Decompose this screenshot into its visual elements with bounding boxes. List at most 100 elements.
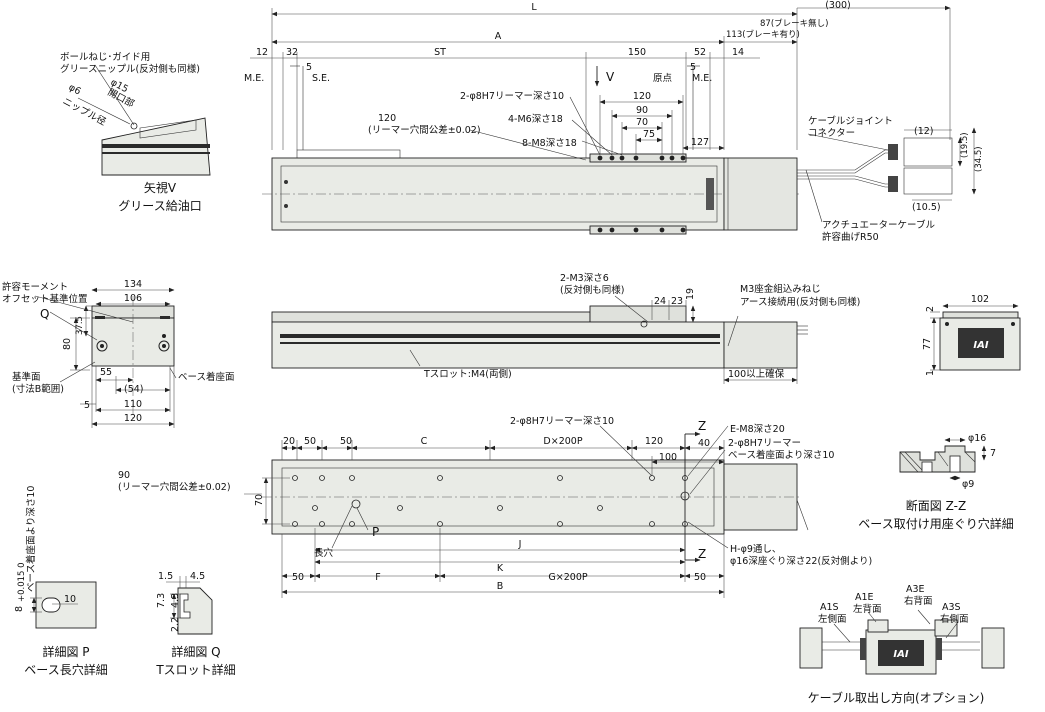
dim-14: 14 — [732, 47, 744, 58]
label-reamer-hole: 2-φ8H7リーマー深さ10 — [460, 91, 564, 102]
dim-80: 80 — [62, 338, 73, 350]
cable-direction-options: IAI A1S 左側面 A1E 左背面 A3E 右背面 A3S 右側面 ケーブル… — [799, 584, 1005, 705]
dim-50-bottom-b: 50 — [340, 436, 352, 447]
label-bend-radius: 許容曲げR50 — [822, 231, 879, 243]
detail-q-4-3: 4.3 — [170, 593, 181, 608]
dim-7: 7 — [990, 448, 996, 459]
label-through-hole-2: φ16深座ぐり深さ22(反対側より) — [730, 555, 872, 567]
dim-5: 5 — [84, 400, 90, 411]
label-five-right: 5 — [690, 62, 696, 73]
side-view: 2-M3深さ6 (反対側も同様) 24 23 19 M3座金組込みねじ アース接… — [271, 273, 860, 384]
cable-a3s-label: 右側面 — [940, 613, 969, 625]
detail-q-4-5: 4.5 — [190, 571, 205, 582]
dim-70-bottom: 70 — [254, 494, 265, 506]
label-q-marker: Q — [40, 307, 49, 321]
detail-p-length: 10 — [64, 594, 76, 605]
label-reamer-pitch: 120 — [378, 113, 396, 124]
dim-34-5: (34.5) — [974, 146, 984, 172]
top-view — [250, 5, 977, 235]
label-moment-1: 許容モーメント — [2, 281, 68, 293]
dim-70-slider: 70 — [636, 117, 648, 128]
dim-C: C — [421, 436, 428, 447]
dim-150: 150 — [628, 47, 646, 58]
label-reamer-tolerance: (リーマー穴間公差±0.02) — [368, 124, 481, 136]
label-ground-connection: アース接続用(反対側も同様) — [740, 296, 860, 308]
dim-L: L — [531, 2, 537, 13]
dim-134: 134 — [124, 279, 142, 290]
detail-p-depth: ベース着座面より深さ10 — [25, 486, 37, 592]
section-z-bottom: Z — [698, 547, 706, 561]
detail-p-marker: P — [372, 525, 379, 539]
label-m3-opposite: (反対側も同様) — [560, 284, 624, 296]
label-m3-holes: 2-M3深さ6 — [560, 273, 609, 284]
dim-120: 120 — [124, 413, 142, 424]
detail-q-subtitle: Tスロット詳細 — [155, 662, 235, 677]
dim-37-5: 37.5 — [75, 316, 85, 335]
dim-87: 87(ブレーキ無し) — [760, 18, 828, 29]
label-connector: コネクター — [808, 128, 855, 139]
view-v: ボールねじ･ガイド用 グリースニップル(反対側も同様) φ6 φ15 開口部 ニ… — [60, 52, 211, 213]
dim-F: F — [375, 572, 380, 583]
dim-113: 113(ブレーキ有り) — [726, 29, 800, 40]
dim-A: A — [495, 31, 502, 42]
detail-q-7-3: 7.3 — [156, 593, 167, 608]
dim-19-5: (19.5) — [960, 132, 970, 158]
label-cable-joint: ケーブルジョイント — [808, 115, 893, 127]
dim-1: 1 — [925, 370, 936, 376]
dim-90-tolerance: (リーマー穴間公差±0.02) — [118, 481, 231, 493]
dim-12: 12 — [256, 47, 268, 58]
label-phi6: φ6 — [67, 82, 83, 97]
label-ground-screw: M3座金組込みねじ — [740, 283, 821, 295]
label-reamer-bottom: 2-φ8H7リーマー深さ10 — [510, 416, 614, 427]
label-me-right: M.E. — [692, 73, 712, 84]
label-reamer-base-2: ベース着座面より深さ10 — [728, 449, 834, 461]
label-me-left: M.E. — [244, 73, 264, 84]
dim-10-5: (10.5) — [912, 202, 941, 213]
detail-q: 1.5 4.5 7.3 4.3 2.2 詳細図 Q Tスロット詳細 — [155, 571, 235, 677]
label-nipple-dia: ニップル径 — [61, 95, 109, 128]
cable-dir-logo: IAI — [893, 649, 908, 660]
dim-77: 77 — [922, 338, 933, 350]
section-zz: φ16 7 φ9 断面図 Z-Z ベース取付け用座ぐり穴詳細 — [858, 433, 1013, 531]
dim-90-slider: 90 — [636, 105, 648, 116]
dim-24: 24 — [654, 296, 666, 307]
view-v-title: 矢視V — [144, 180, 177, 195]
cable-a1e-label: 左背面 — [853, 603, 882, 615]
label-t-slot: Tスロット:M4(両側) — [423, 368, 512, 380]
label-reference-range: (寸法B範囲) — [12, 383, 64, 395]
label-grease-nipple-2: グリースニップル(反対側も同様) — [60, 63, 200, 75]
cable-a1e: A1E — [855, 592, 874, 603]
detail-p-title: 詳細図 P — [42, 644, 89, 659]
dim-120-slider: 120 — [633, 91, 651, 102]
dim-54: (54) — [124, 384, 144, 395]
dim-23: 23 — [671, 296, 683, 307]
section-zz-title: 断面図 Z-Z — [906, 498, 966, 513]
label-five-left: 5 — [306, 62, 312, 73]
dim-127: 127 — [691, 137, 709, 148]
cable-a3e-label: 右背面 — [904, 595, 933, 607]
detail-p-subtitle: ベース長穴詳細 — [24, 662, 107, 677]
bottom-view: 20 50 50 C D×200P 120 40 100 Z Z 2-φ8H7リ… — [118, 416, 872, 598]
detail-q-title: 詳細図 Q — [171, 644, 220, 659]
dim-32: 32 — [286, 47, 298, 58]
label-moment-2: オフセット基準位置 — [2, 293, 88, 305]
dim-50-bottom-d: 50 — [694, 572, 706, 583]
cable-dir-title: ケーブル取出し方向(オプション) — [808, 690, 985, 705]
detail-p-tolerance: +0.015 0 — [17, 562, 27, 602]
dim-phi9: φ9 — [962, 479, 974, 490]
cable-a1s: A1S — [820, 602, 839, 613]
label-reamer-base-1: 2-φ8H7リーマー — [728, 438, 801, 449]
dim-100-clearance: 100以上確保 — [728, 368, 785, 380]
dim-D-pitch: D×200P — [543, 436, 582, 447]
detail-p: 8 +0.015 0 ベース着座面より深さ10 10 詳細図 P ベース長穴詳細 — [14, 486, 108, 677]
dim-12-connector: (12) — [914, 126, 934, 137]
label-base-face: ベース着座面 — [178, 371, 235, 383]
dim-106: 106 — [124, 293, 142, 304]
dim-40-bottom: 40 — [698, 438, 710, 449]
dim-300: (300) — [825, 0, 851, 11]
label-reference-face: 基準面 — [12, 371, 41, 383]
label-m6-holes: 4-M6深さ18 — [508, 114, 563, 125]
label-actuator-cable: アクチュエーターケーブル — [822, 219, 935, 231]
